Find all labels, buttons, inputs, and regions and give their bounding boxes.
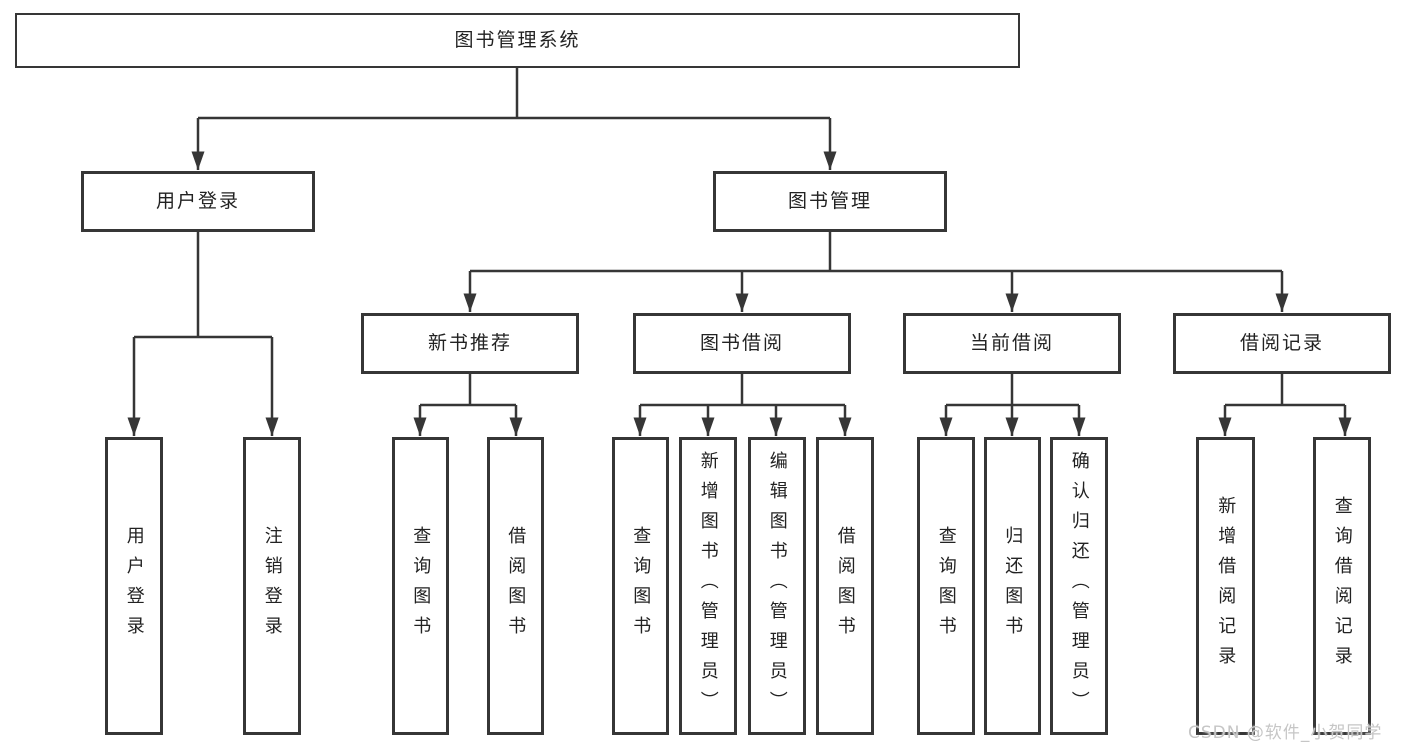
leaf-borrow-books: 借阅图书 [816, 437, 874, 735]
leaf-query-books-borrow: 查询图书 [612, 437, 669, 735]
node-user-login: 用户登录 [81, 171, 315, 232]
leaf-query-borrow-record: 查询借阅记录 [1313, 437, 1371, 735]
node-book-borrowing: 图书借阅 [633, 313, 851, 374]
leaf-confirm-return-admin: 确认归还（管理员） [1050, 437, 1108, 735]
node-current-borrowing: 当前借阅 [903, 313, 1121, 374]
leaf-edit-books-admin: 编辑图书（管理员） [748, 437, 806, 735]
leaf-borrow-books-recommend: 借阅图书 [487, 437, 544, 735]
node-library-management-system: 图书管理系统 [15, 13, 1020, 68]
node-borrowing-records: 借阅记录 [1173, 313, 1391, 374]
leaf-user-login: 用户登录 [105, 437, 163, 735]
leaf-add-books-admin: 新增图书（管理员） [679, 437, 737, 735]
leaf-logout: 注销登录 [243, 437, 301, 735]
node-book-management: 图书管理 [713, 171, 947, 232]
leaf-return-books: 归还图书 [984, 437, 1041, 735]
leaf-query-books-current: 查询图书 [917, 437, 975, 735]
leaf-add-borrow-record: 新增借阅记录 [1196, 437, 1255, 735]
leaf-query-books-recommend: 查询图书 [392, 437, 449, 735]
csdn-watermark: CSDN @软件_小贺同学 [1188, 723, 1383, 743]
node-new-book-recommendation: 新书推荐 [361, 313, 579, 374]
